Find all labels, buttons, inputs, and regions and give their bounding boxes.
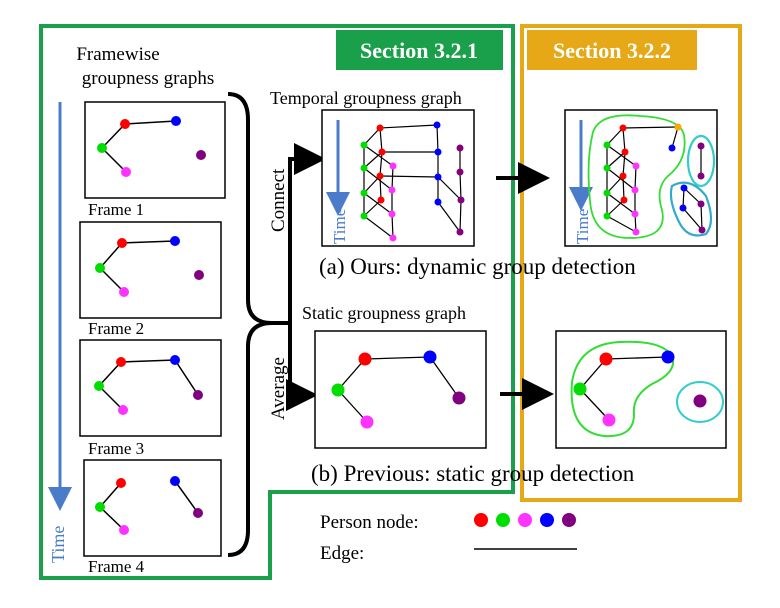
section-3-2-2-outline	[520, 24, 742, 502]
section-3-2-1-badge	[336, 30, 503, 70]
section-3-2-2-label: Section 3.2.2	[553, 38, 671, 63]
frame-1	[84, 101, 226, 199]
legend-person-node-label: Person node:	[320, 512, 419, 533]
static-detection-result	[555, 330, 727, 449]
static-graph	[314, 330, 487, 449]
frame-2	[79, 221, 222, 319]
temporal-graph	[321, 109, 475, 247]
frame-1-label: Frame 1	[88, 200, 144, 219]
connect-label: Connect	[268, 168, 289, 232]
time-label: Time	[48, 526, 68, 563]
average-arrow	[272, 321, 318, 411]
section-3-2-2-badge	[527, 30, 697, 70]
dynamic-detection-result	[564, 109, 718, 247]
previous-caption: (b) Previous: static group detection	[311, 461, 635, 486]
frame-4-label: Frame 4	[88, 557, 145, 576]
frame-3-label: Frame 3	[88, 439, 144, 458]
section-3-2-1-outline	[39, 24, 515, 580]
ours-caption: (a) Ours: dynamic group detection	[319, 254, 636, 279]
static-graph-title: Static groupness graph	[302, 303, 466, 323]
frame-2-label: Frame 2	[88, 319, 144, 338]
legend-node-swatches	[474, 513, 576, 527]
frame-4	[83, 459, 222, 557]
brace	[227, 92, 273, 557]
framewise-title-line1: Framewise	[76, 44, 159, 65]
temporal-time-label: Time	[330, 209, 349, 244]
average-label: Average	[268, 357, 289, 420]
frame-3	[79, 339, 222, 437]
framewise-title-line2: groupness graphs	[82, 68, 214, 89]
legend-edge-label: Edge:	[320, 543, 364, 564]
dynamic-time-label: Time	[573, 209, 592, 244]
temporal-graph-title: Temporal groupness graph	[270, 88, 462, 108]
section-3-2-1-label: Section 3.2.1	[360, 38, 478, 63]
